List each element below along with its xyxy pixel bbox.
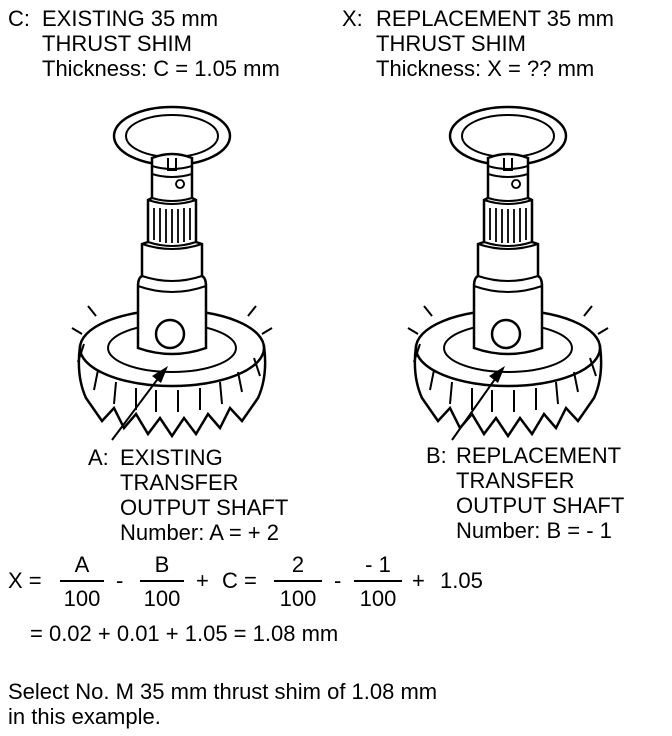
label-letter: X: — [342, 6, 363, 31]
replacement-assembly — [406, 105, 610, 438]
fraction-numerator: B — [154, 552, 170, 577]
leader-arrow-b — [451, 366, 505, 441]
fraction-numerator: 2 — [291, 552, 305, 577]
label-letter: C: — [8, 6, 30, 31]
operator-plus: + — [196, 568, 209, 593]
leader-arrow-a — [111, 366, 168, 441]
label-line: EXISTING — [120, 445, 223, 470]
label-line: OUTPUT SHAFT — [120, 495, 289, 520]
note-line: in this example. — [8, 704, 161, 729]
label-line: REPLACEMENT 35 mm — [376, 6, 614, 31]
label-line: Thickness: X = ?? mm — [376, 56, 595, 81]
fraction-numerator: - 1 — [365, 552, 391, 577]
label-line: Number: B = - 1 — [456, 518, 612, 543]
label-line: TRANSFER — [456, 468, 575, 493]
note-line: Select No. M 35 mm thrust shim of 1.08 m… — [8, 679, 438, 704]
label-line: TRANSFER — [120, 470, 239, 495]
label-line: THRUST SHIM — [376, 31, 526, 56]
fraction-bar — [60, 580, 104, 582]
fraction-denominator: 100 — [279, 586, 317, 611]
fraction-numerator: A — [74, 552, 90, 577]
label-line: THRUST SHIM — [42, 31, 192, 56]
formula-c-value: 1.05 — [440, 568, 483, 593]
formula-result: = 0.02 + 0.01 + 1.05 = 1.08 mm — [30, 621, 339, 646]
label-line: EXISTING 35 mm — [42, 6, 219, 31]
label-line: REPLACEMENT — [456, 443, 622, 468]
fraction-bar — [354, 580, 402, 582]
label-line: Number: A = + 2 — [120, 520, 279, 545]
operator-minus: - — [334, 568, 342, 593]
fraction-denominator: 100 — [359, 586, 397, 611]
existing-assembly — [70, 105, 274, 438]
fraction-denominator: 100 — [63, 586, 101, 611]
formula-mid: C = — [222, 568, 257, 593]
fraction-bar — [140, 580, 184, 582]
label-letter: A: — [88, 445, 109, 470]
operator-plus: + — [412, 568, 425, 593]
label-line: Thickness: C = 1.05 mm — [42, 56, 280, 81]
formula-lhs: X = — [8, 568, 42, 593]
operator-minus: - — [116, 568, 124, 593]
label-letter: B: — [426, 443, 447, 468]
fraction-denominator: 100 — [143, 586, 181, 611]
label-line: OUTPUT SHAFT — [456, 493, 625, 518]
fraction-bar — [274, 580, 322, 582]
